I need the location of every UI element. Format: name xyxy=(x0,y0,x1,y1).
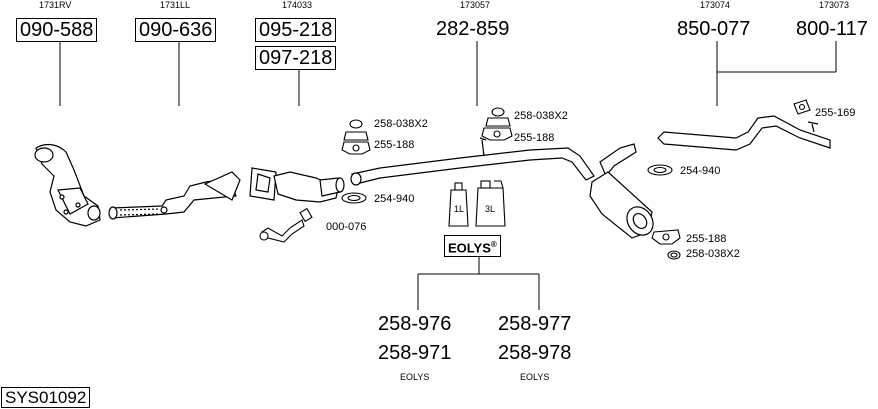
oe-ref-5: 173074 xyxy=(700,0,731,10)
part-label-bracket-rear[interactable]: 255-188 xyxy=(686,233,727,245)
part-number-box[interactable]: 090-636 xyxy=(135,18,217,42)
system-id-box: SYS01092 xyxy=(1,387,91,408)
part-number-box[interactable]: 090-588 xyxy=(16,18,98,42)
eolys-brand: EOLYS xyxy=(448,240,491,256)
bracket-rear xyxy=(651,229,681,245)
part-label-bracket-mid[interactable]: 255-188 xyxy=(514,132,555,144)
oe-ref-2: 1731LL xyxy=(160,0,191,10)
additive-caption-right: EOLYS xyxy=(520,372,550,382)
part-number-label[interactable]: 850-077 xyxy=(677,18,751,40)
part-label-hanger-rear[interactable]: 255-169 xyxy=(815,107,856,119)
hanger-rear xyxy=(793,99,811,115)
clamp-front-2 xyxy=(341,192,367,204)
part-label-sensor[interactable]: 000-076 xyxy=(326,221,367,233)
bottle-label-1l: 1L xyxy=(454,204,465,214)
additive-caption-left: EOLYS xyxy=(400,372,430,382)
rear-silencer-part xyxy=(589,143,654,239)
part-label-clamp-rear-2[interactable]: 258-038X2 xyxy=(686,248,740,260)
clamp-rear-2 xyxy=(667,250,681,260)
eolys-badge[interactable]: EOLYS® xyxy=(444,235,501,258)
part-label-clamp-front-1[interactable]: 258-038X2 xyxy=(374,118,428,130)
clamp-rear xyxy=(647,164,673,176)
oe-ref-6: 173073 xyxy=(819,0,850,10)
part-label-clamp-rear[interactable]: 254-940 xyxy=(680,165,721,177)
part-number-box[interactable]: 097-218 xyxy=(255,46,337,70)
part-label-clamp-front-2[interactable]: 254-940 xyxy=(374,193,415,205)
part-label-clamp-mid[interactable]: 258-038X2 xyxy=(514,110,568,122)
clamp-front-1 xyxy=(343,119,369,141)
oe-ref-3: 174033 xyxy=(282,0,313,10)
flex-pipe-part xyxy=(108,171,241,220)
part-number-label[interactable]: 800-117 xyxy=(796,18,868,40)
additive-bottle-small xyxy=(448,182,469,227)
catalyst-part xyxy=(249,167,345,203)
eolys-reg-mark: ® xyxy=(490,240,497,249)
additive-part-left-top[interactable]: 258-976 xyxy=(378,313,452,335)
part-number-label[interactable]: 282-859 xyxy=(436,18,510,40)
manifold-part xyxy=(34,143,101,227)
additive-part-left-bottom[interactable]: 258-971 xyxy=(378,342,452,364)
additive-part-right-top[interactable]: 258-977 xyxy=(498,313,572,335)
oe-ref-4: 173057 xyxy=(460,0,491,10)
bracket-front xyxy=(341,141,371,155)
part-number-box[interactable]: 095-218 xyxy=(255,18,337,42)
part-label-bracket-front[interactable]: 255-188 xyxy=(374,139,415,151)
additive-part-right-bottom[interactable]: 258-978 xyxy=(498,342,572,364)
additive-bottle-large xyxy=(475,180,506,227)
tail-pipe-part xyxy=(657,115,831,151)
sensor-part xyxy=(259,207,313,243)
bottle-label-3l: 3L xyxy=(485,204,496,214)
middle-pipe-part xyxy=(350,137,595,186)
bracket-mid xyxy=(481,127,513,141)
clamp-mid xyxy=(485,107,511,127)
oe-ref-1: 1731RV xyxy=(39,0,72,10)
